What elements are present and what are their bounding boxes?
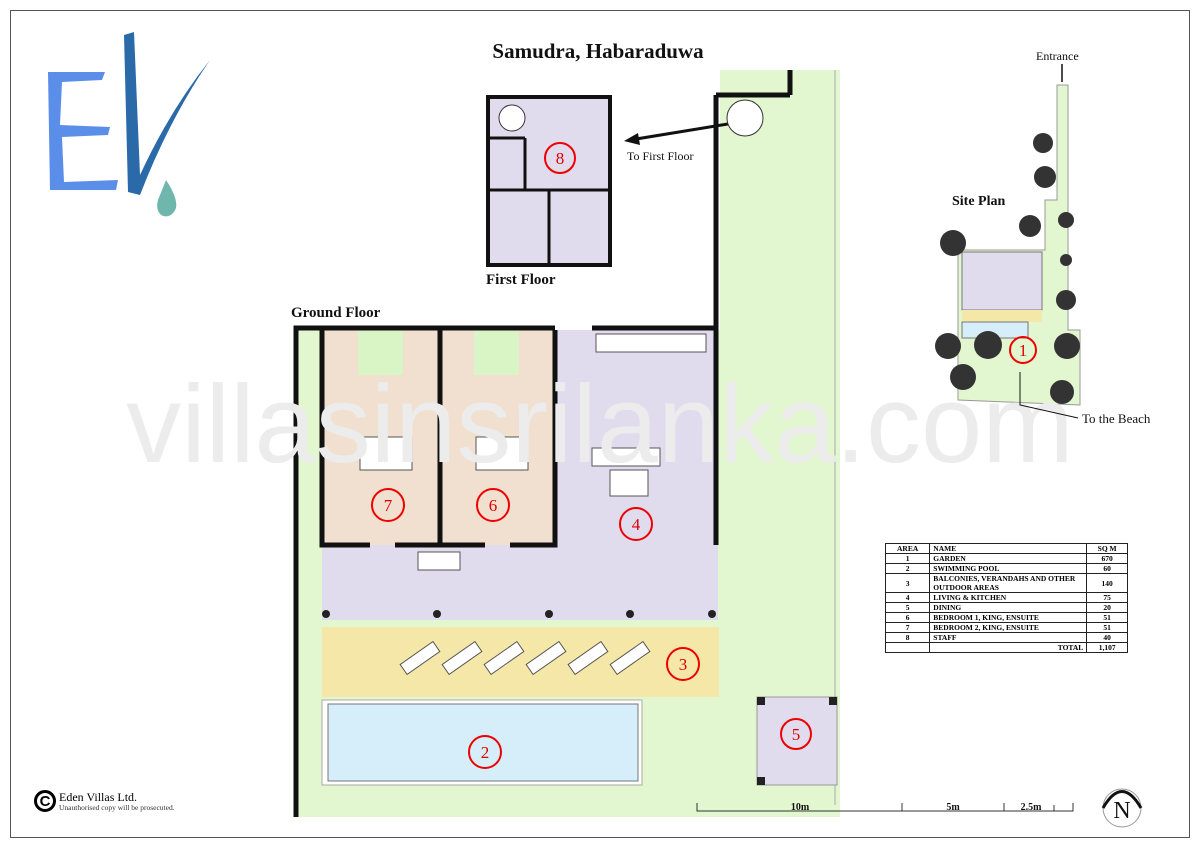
to-first-floor-label: To First Floor (627, 149, 694, 163)
spiral-stair-icon (726, 99, 764, 137)
svg-text:1: 1 (1019, 341, 1028, 360)
terrace (322, 627, 719, 697)
area-marker-2: 2 (468, 735, 502, 769)
svg-text:2: 2 (481, 743, 490, 762)
area-marker-1: 1 (1009, 336, 1037, 364)
area-marker-6: 6 (476, 488, 510, 522)
svg-text:3: 3 (679, 655, 688, 674)
page-frame (10, 10, 1190, 838)
area-marker-8: 8 (544, 142, 576, 174)
furniture (359, 333, 707, 571)
first-floor-label: First Floor (486, 272, 556, 288)
first-floor-plan (486, 95, 612, 267)
svg-text:10m: 10m (791, 802, 810, 813)
svg-text:8: 8 (556, 149, 565, 168)
ground-floor-label: Ground Floor (291, 305, 381, 321)
site-plan-label: Site Plan (952, 194, 1005, 209)
columns (322, 610, 837, 785)
svg-text:N: N (1113, 798, 1130, 824)
dining-pavilion (756, 696, 838, 786)
page-title: Samudra, Habaraduwa (492, 39, 704, 63)
area-marker-5: 5 (780, 718, 812, 750)
area-marker-3: 3 (666, 647, 700, 681)
copyright-text: Unauthorised copy will be prosecuted. (59, 802, 175, 812)
svg-text:6: 6 (489, 496, 498, 515)
to-beach-label: To the Beach (1082, 411, 1151, 426)
area-marker-7: 7 (371, 488, 405, 522)
copyright-notice: C Eden Villas Ltd. Unauthorised copy wil… (34, 790, 175, 812)
walls (293, 70, 793, 817)
svg-text:7: 7 (384, 496, 393, 515)
entrance-label: Entrance (1036, 49, 1079, 63)
sun-loungers (399, 640, 651, 676)
header-area: AREA (884, 543, 931, 554)
svg-text:4: 4 (632, 515, 641, 534)
north-arrow-icon: N (1101, 788, 1143, 828)
scale-bar: 10m 5m 2.5m (696, 802, 1074, 813)
header-name: NAME (929, 543, 1088, 554)
garden-strip (720, 70, 840, 817)
logo (48, 32, 210, 217)
svg-text:5m: 5m (946, 802, 960, 813)
arrow-to-first-floor (629, 120, 741, 142)
site-plan (935, 84, 1081, 406)
company-name: Eden Villas Ltd. (59, 789, 138, 804)
header-sqm: SQ M (1086, 543, 1128, 554)
svg-text:5: 5 (792, 725, 801, 744)
area-marker-4: 4 (619, 507, 653, 541)
svg-text:2.5m: 2.5m (1021, 802, 1043, 813)
copyright-icon: C (34, 790, 56, 812)
